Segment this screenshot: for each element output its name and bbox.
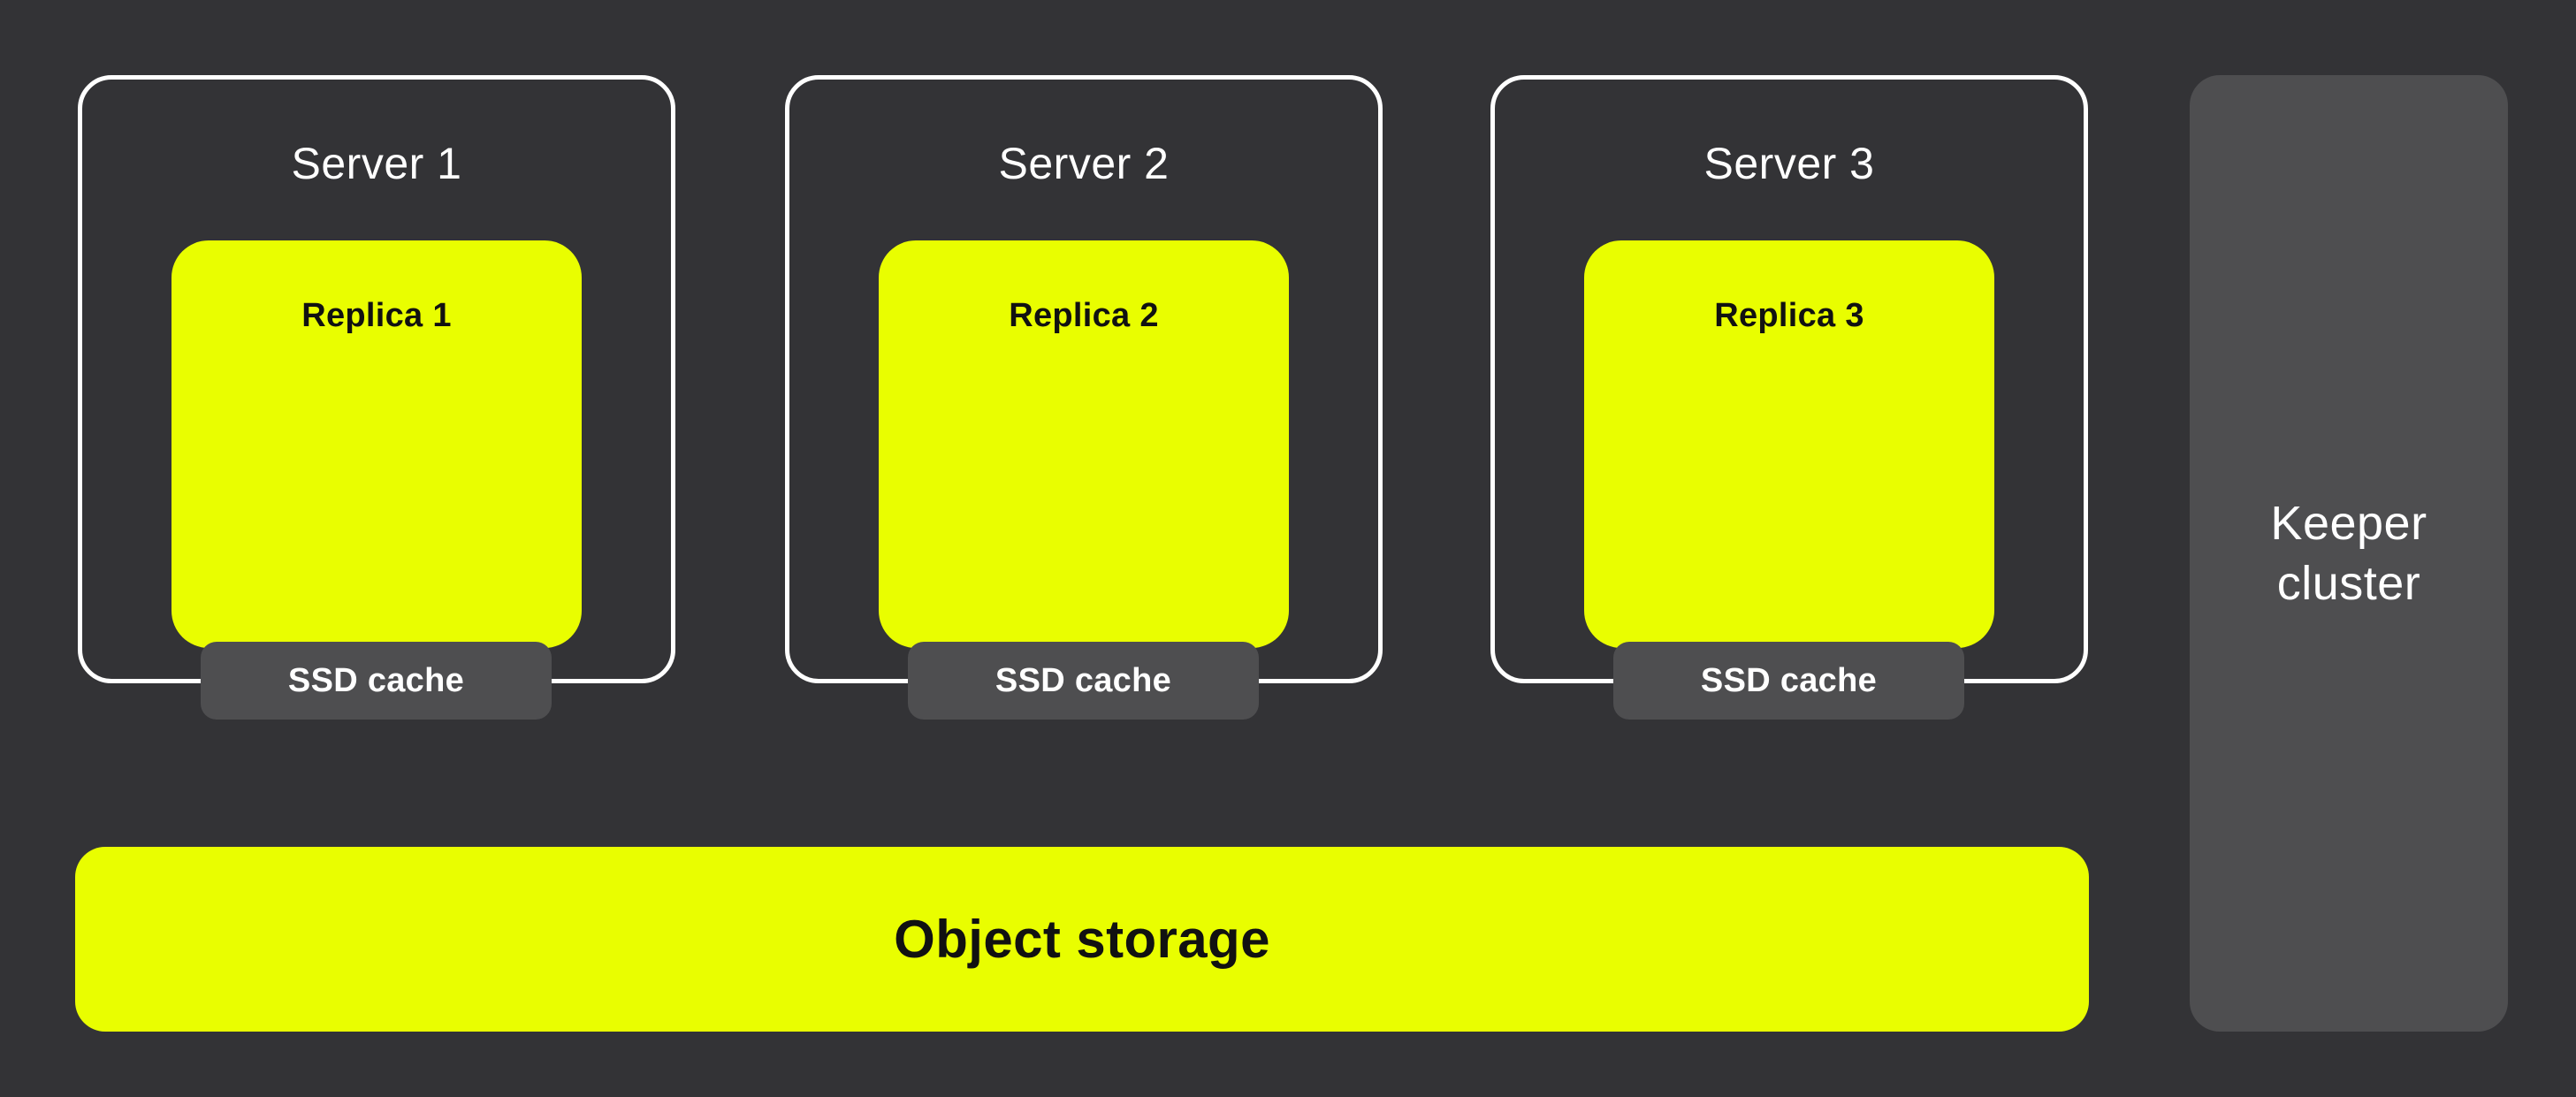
replica-3-box: Replica 3: [1584, 240, 1994, 648]
server-3-box: Server 3 Replica 3 SSD cache: [1490, 75, 2088, 720]
server-3-title: Server 3: [1703, 139, 1875, 188]
replica-3-title: Replica 3: [1714, 297, 1864, 334]
replica-2-box: Replica 2: [879, 240, 1289, 648]
replica-1-box: Replica 1: [171, 240, 582, 648]
server-1-box: Server 1 Replica 1 SSD cache: [78, 75, 675, 720]
server-2-ssd-cache-label: SSD cache: [995, 661, 1172, 699]
server-3-ssd-cache-box: SSD cache: [1613, 642, 1964, 720]
server-2-title: Server 2: [998, 139, 1170, 188]
replica-2-title: Replica 2: [1009, 297, 1159, 334]
server-3-ssd-cache-label: SSD cache: [1700, 661, 1878, 699]
keeper-cluster-box: Keeper cluster: [2190, 75, 2508, 1032]
keeper-cluster-label: Keeper cluster: [2270, 493, 2427, 613]
server-1-title: Server 1: [291, 139, 462, 188]
replica-1-title: Replica 1: [301, 297, 452, 334]
server-2-box: Server 2 Replica 2 SSD cache: [785, 75, 1383, 720]
object-storage-box: Object storage: [75, 847, 2089, 1032]
server-1-ssd-cache-box: SSD cache: [201, 642, 552, 720]
server-2-ssd-cache-box: SSD cache: [908, 642, 1259, 720]
keeper-cluster-label-line-1: Keeper: [2270, 497, 2427, 550]
object-storage-label: Object storage: [894, 910, 1270, 969]
server-1-ssd-cache-label: SSD cache: [287, 661, 465, 699]
keeper-cluster-label-line-2: cluster: [2276, 557, 2421, 610]
